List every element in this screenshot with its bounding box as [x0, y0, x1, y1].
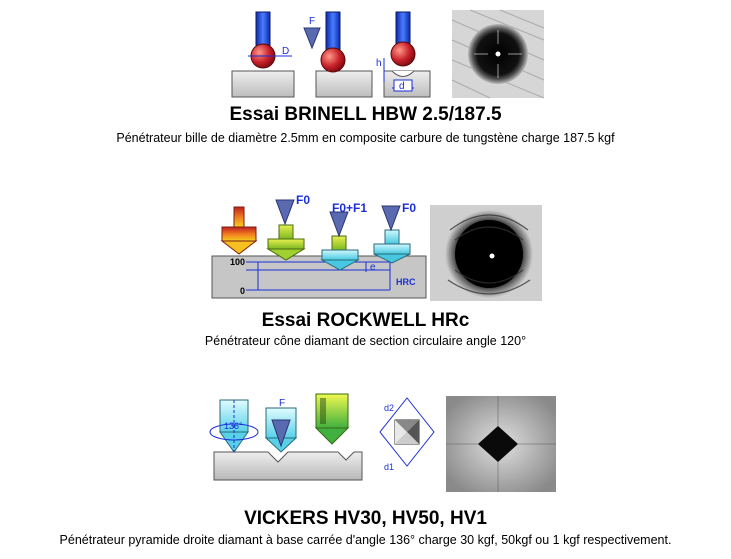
- rockwell-caption: Pénétrateur cône diamant de section circ…: [204, 334, 527, 348]
- vickers-imprint-photo: [446, 396, 556, 492]
- angle-label: 136°: [224, 421, 243, 431]
- brinell-step-2: F: [303, 11, 373, 98]
- vickers-indenter-3: [314, 393, 350, 445]
- imprint-label: d: [399, 81, 405, 92]
- ball-indenter: [320, 47, 346, 73]
- brinell-caption: Pénétrateur bille de diamètre 2.5mm en c…: [116, 131, 615, 145]
- d2-label: d2: [384, 403, 394, 413]
- depth-scale: [246, 261, 391, 291]
- brinell-title: Essai BRINELL HBW 2.5/187.5: [229, 104, 502, 125]
- force-label: F: [279, 398, 285, 409]
- scale-100-label: 100: [230, 257, 245, 267]
- f0-label: F0: [296, 193, 310, 207]
- vickers-caption: Pénétrateur pyramide droite diamant à ba…: [59, 533, 672, 547]
- vickers-imprint-square: d2 d1: [379, 397, 435, 472]
- vickers-title: VICKERS HV30, HV50, HV1: [244, 508, 487, 529]
- force-arrow-icon: [329, 211, 349, 238]
- specimen-block: [213, 451, 363, 481]
- vickers-indenter-1: 136°: [209, 399, 259, 453]
- diameter-label: D: [282, 46, 289, 57]
- specimen-block: [231, 70, 295, 98]
- brinell-section: D F h d: [0, 0, 731, 160]
- brinell-step-3: h d: [376, 11, 431, 98]
- rockwell-title: Essai ROCKWELL HRc: [261, 310, 470, 331]
- force-arrow-icon: [271, 419, 291, 448]
- rockwell-imprint-photo: [430, 205, 542, 301]
- f0-label: F0: [402, 201, 416, 215]
- rockwell-section: 100 0 e HRC F0 F0+F1: [204, 193, 542, 348]
- e-label: e: [370, 262, 376, 273]
- force-arrow-icon: [275, 199, 295, 226]
- rockwell-diagram: 100 0 e HRC F0 F0+F1: [211, 193, 542, 301]
- force-label: F: [309, 16, 315, 27]
- height-label: h: [376, 58, 382, 69]
- brinell-diagram: D F h d: [231, 9, 545, 99]
- hrc-label: HRC: [396, 277, 416, 287]
- rockwell-indenter-3: F0+F1: [320, 201, 367, 271]
- rockwell-indenter-2: F0: [266, 193, 310, 261]
- specimen-block: [315, 70, 373, 98]
- brinell-imprint-photo: [451, 9, 545, 99]
- force-arrow-icon: [303, 27, 321, 50]
- vickers-diagram: 136° F d2 d1: [209, 393, 556, 492]
- rockwell-indenter-4: F0: [373, 201, 416, 264]
- scale-0-label: 0: [240, 286, 245, 296]
- d1-label: d1: [384, 462, 394, 472]
- brinell-step-1: D: [231, 11, 295, 98]
- vickers-indenter-2: F: [264, 398, 298, 453]
- force-arrow-icon: [381, 205, 401, 232]
- rockwell-indenter-1: [220, 206, 258, 255]
- f0f1-label: F0+F1: [332, 201, 367, 215]
- ball-indenter: [390, 41, 416, 67]
